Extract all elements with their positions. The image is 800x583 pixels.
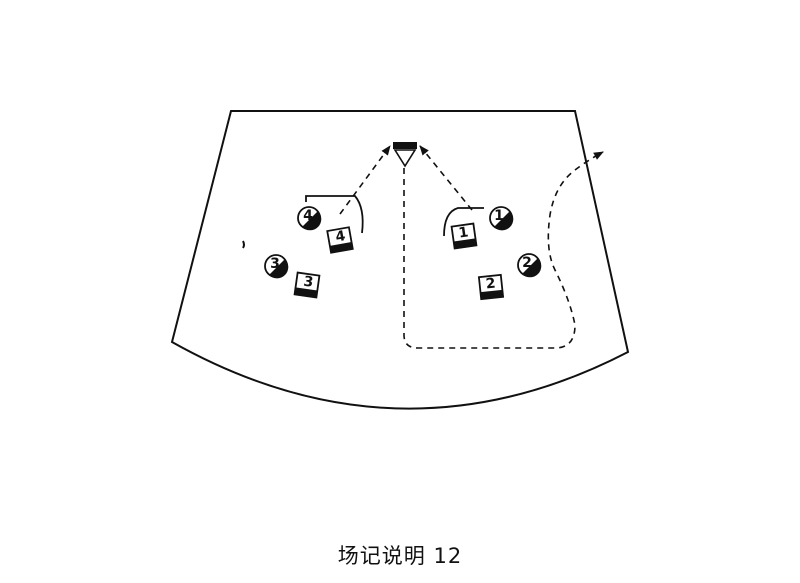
left-bracket bbox=[305, 195, 364, 234]
pass-arrow-right bbox=[419, 145, 473, 211]
offense-player-2: 2 bbox=[517, 253, 542, 278]
offense-player-1: 1 bbox=[489, 206, 514, 231]
defense-player-2: 2 bbox=[477, 273, 505, 301]
defense-player-3: 3 bbox=[293, 271, 321, 299]
defense-player-1-label: 1 bbox=[458, 224, 470, 241]
defense-player-3-label: 3 bbox=[302, 274, 314, 291]
defense-player-2-label: 2 bbox=[485, 276, 496, 293]
offense-player-3: 3 bbox=[264, 254, 289, 279]
basket-icon bbox=[393, 142, 417, 168]
right-bracket bbox=[443, 207, 484, 237]
offense-player-2-label: 2 bbox=[522, 255, 532, 271]
offense-player-4: 4 bbox=[297, 206, 322, 231]
offense-player-3-label: 3 bbox=[270, 256, 280, 272]
stray-mark bbox=[242, 240, 245, 249]
offense-player-1-label: 1 bbox=[494, 208, 504, 224]
defense-player-4-label: 4 bbox=[334, 228, 347, 245]
defense-player-1: 1 bbox=[450, 222, 478, 250]
offense-player-4-label: 4 bbox=[303, 208, 313, 224]
cut-path bbox=[403, 151, 604, 349]
court-outline bbox=[170, 110, 630, 410]
defense-player-4: 4 bbox=[326, 226, 354, 254]
pass-arrow-left bbox=[339, 145, 391, 215]
figure-caption: 场记说明 12 bbox=[337, 544, 463, 568]
